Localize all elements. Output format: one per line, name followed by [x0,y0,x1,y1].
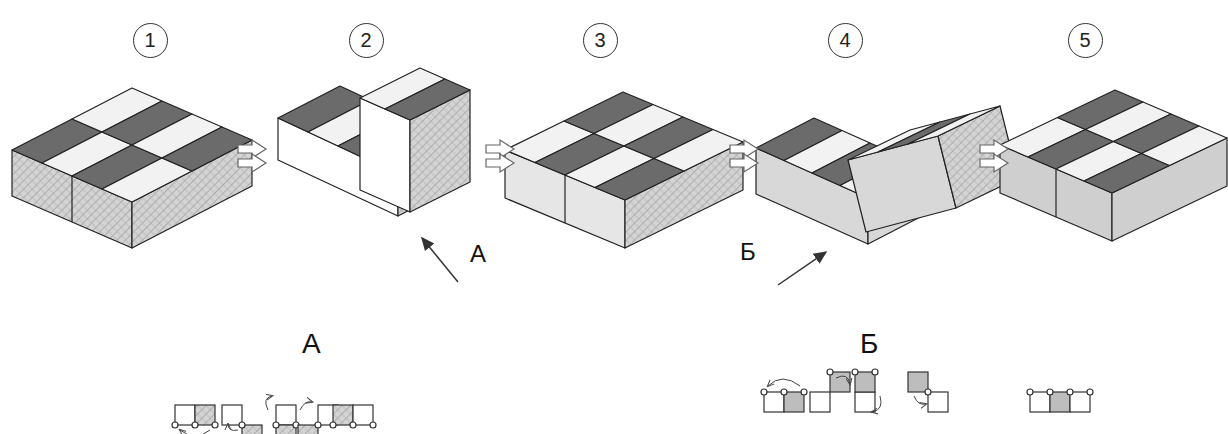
hinge-dot [212,422,218,428]
rotation-arrow [180,430,210,434]
hinge-dot [872,369,878,375]
view-arrow [778,252,826,285]
stage-number: 4 [839,29,850,52]
hinge-dot [1067,389,1073,395]
top-stripe [878,114,970,152]
stage-number: 3 [594,29,605,52]
hinge-dot [1047,389,1053,395]
hinge-dot [330,422,336,428]
hinge-dot [1027,389,1033,395]
schematic-square [784,392,804,412]
schematic-square [276,405,296,425]
schematic-square [810,392,830,412]
schematic-square [333,405,353,425]
stage-number: 5 [1079,29,1090,52]
schematic-square [353,405,373,425]
stage-number-circle: 3 [583,23,618,58]
hinge-dot [781,389,787,395]
puzzle-block [848,106,1018,232]
stage-number-circle: 1 [133,23,168,58]
rotation-arrow [228,424,238,430]
schematic-square [1050,392,1070,412]
schematic-square [908,372,928,392]
stage-arrow [486,154,514,172]
hinge-dot [315,422,321,428]
view-label: А [470,242,486,266]
view-arrow [422,238,458,282]
hinge-dot [801,389,807,395]
stage-arrow [238,154,266,172]
view-heading: Б [860,330,878,358]
puzzle-block [12,88,252,248]
drawing-stroke [1055,169,1056,217]
top-stripe [1142,126,1228,166]
schematic-square [1070,392,1090,412]
hinge-dot [239,422,245,428]
top-stripe [908,106,1000,144]
schematic-square [195,405,215,425]
hinge-dot [827,369,833,375]
hinge-dot [273,422,279,428]
puzzle-block [1000,90,1227,241]
schematic-square [928,392,948,412]
schematic-square [855,392,875,412]
rotation-arrow [914,396,926,404]
rotation-arrow [266,396,272,410]
stage-number: 2 [360,29,371,52]
rotation-arrow [768,379,800,386]
schematic-square [222,405,242,425]
drawing-stroke [71,176,72,222]
hinge-dot [370,422,376,428]
top-stripe [848,122,940,160]
stage-number-circle: 5 [1068,23,1103,58]
puzzle-block [505,92,743,248]
view-label: Б [740,240,756,264]
rotation-arrow [300,402,312,410]
drawing-stroke [564,175,565,223]
hinge-dot [172,422,178,428]
stage-number-circle: 2 [349,23,384,58]
rotation-arrow [836,376,850,384]
schematic-square [1030,392,1050,412]
stage-number: 1 [144,29,155,52]
schematic-square [764,392,784,412]
hinge-dot [925,389,931,395]
stage-arrow [980,154,1008,172]
hinge-dot [1087,389,1093,395]
schematic-square [855,372,875,392]
stage-number-circle: 4 [828,23,863,58]
rotation-arrow [872,396,881,412]
hinge-dot [350,422,356,428]
schematic-square [830,372,850,392]
view-heading: А [302,330,321,358]
top-stripe [385,79,470,120]
puzzle-block [360,68,470,212]
hinge-dot [852,369,858,375]
schematic-square [175,405,195,425]
stage-arrow [730,154,758,172]
hinge-dot [761,389,767,395]
block-side [848,136,956,232]
hinge-dot [192,422,198,428]
